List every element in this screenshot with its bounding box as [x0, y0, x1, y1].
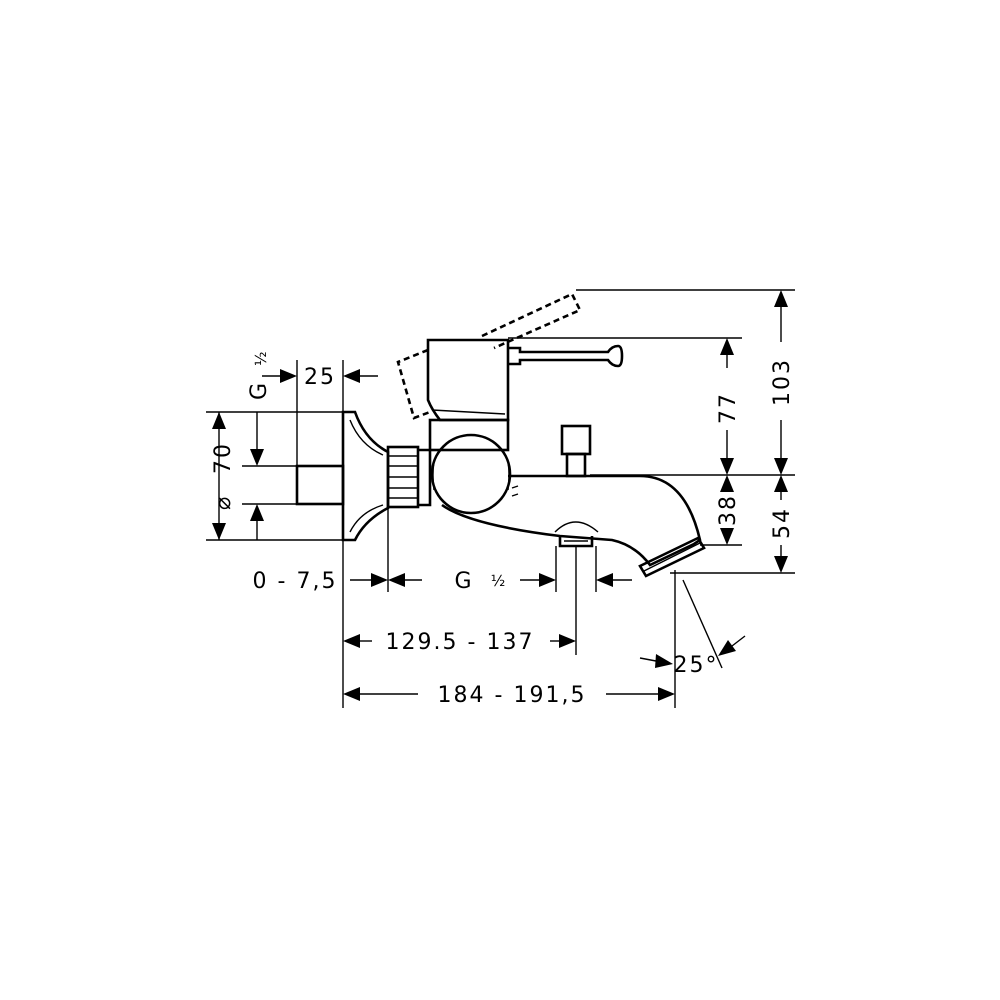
label-height-54: 54 [770, 507, 795, 539]
label-range-0-75: 0 - 7,5 [253, 569, 338, 594]
handle-alt-position [396, 292, 582, 420]
handle-cap [426, 338, 510, 422]
inlet-pipe [295, 464, 345, 506]
aerator [638, 536, 706, 578]
spout [441, 474, 702, 567]
label-height-38: 38 [716, 494, 741, 526]
label-thread-bottom-fraction: ½ [491, 572, 508, 590]
dimension-lines [212, 290, 788, 701]
label-depth-25: 25 [304, 365, 336, 390]
diverter-stem [565, 452, 587, 478]
diverter-knob [560, 424, 592, 456]
label-diameter-symbol: ⌀ [211, 495, 236, 510]
label-thread-left: G [247, 381, 272, 400]
label-diameter-70: 70 [211, 442, 236, 474]
label-angle-25: 25° [674, 653, 719, 678]
label-height-77: 77 [716, 392, 741, 424]
label-height-103: 103 [770, 358, 795, 406]
label-thread-left-fraction: ½ [252, 349, 270, 366]
dimension-labels: G ½ 25 ⌀ 70 0 - 7,5 G ½ 129.5 - 137 184 … [211, 349, 795, 708]
wall-flange [341, 410, 390, 542]
label-thread-bottom: G [454, 569, 473, 594]
label-range-184-1915: 184 - 191,5 [438, 683, 587, 708]
faucet-body [295, 338, 706, 578]
label-range-1295-137: 129.5 - 137 [386, 630, 535, 655]
diverter-housing [430, 433, 512, 515]
lever-handle [508, 344, 624, 368]
extension-lines [206, 289, 795, 708]
